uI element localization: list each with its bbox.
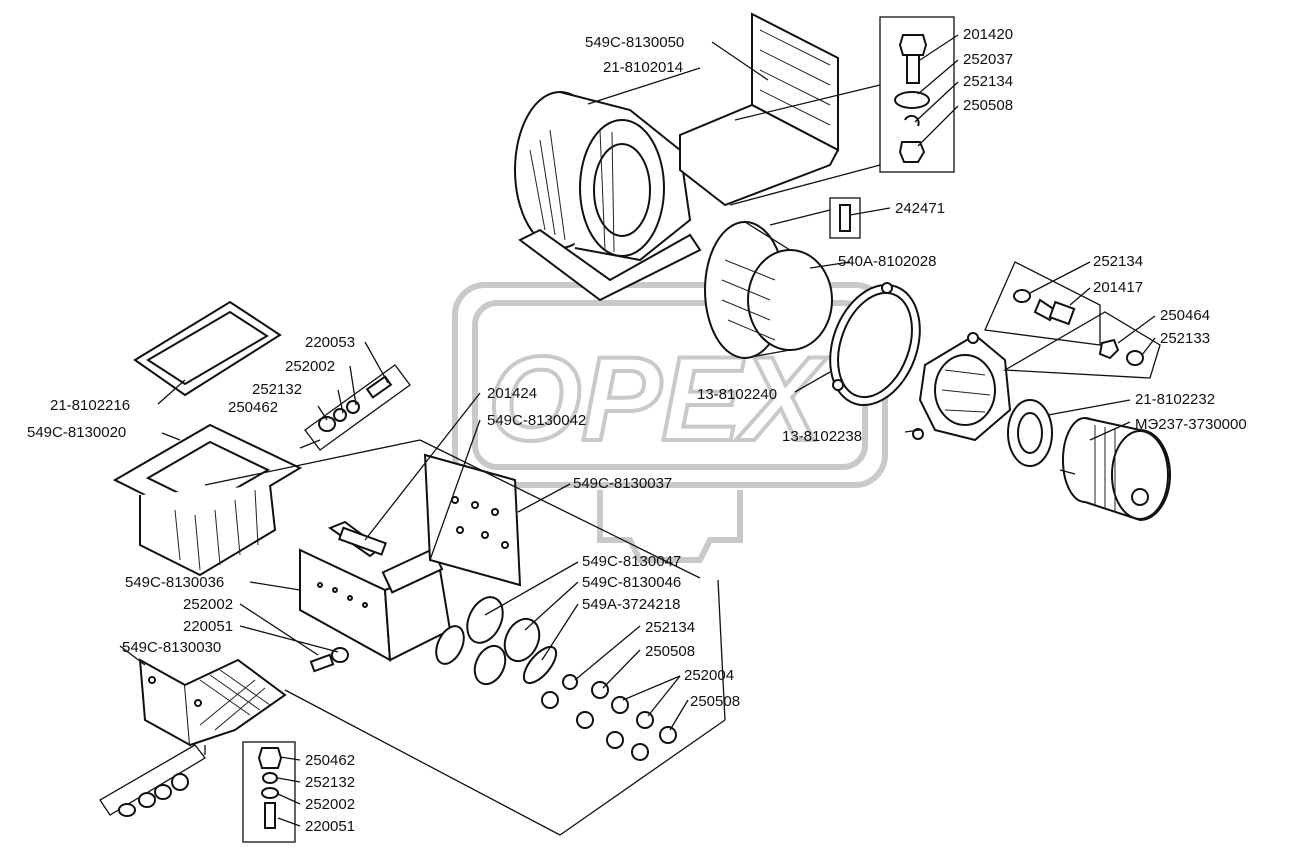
label-252037: 252037 — [963, 51, 1013, 68]
long-bolt — [337, 526, 387, 556]
label-250462-top: 250462 — [228, 399, 278, 416]
motor-flange — [912, 332, 1012, 442]
label-242471: 242471 — [895, 200, 945, 217]
label-549A-3724218: 549A-3724218 — [582, 596, 680, 613]
label-ME237-3730000: МЭ237-3730000 — [1135, 416, 1247, 433]
label-220053: 220053 — [305, 334, 355, 351]
label-252133: 252133 — [1160, 330, 1210, 347]
duct-fastener-box — [304, 364, 411, 451]
mesh-screen — [138, 658, 287, 747]
label-220051-bottom: 220051 — [305, 818, 355, 835]
label-549C-8130037: 549C-8130037 — [573, 475, 672, 492]
duct-box — [112, 423, 303, 577]
seal-ring — [1007, 399, 1053, 467]
label-13-8102238: 13-8102238 — [782, 428, 862, 445]
bolt-detail-box — [879, 16, 955, 173]
label-549C-8130036: 549C-8130036 — [125, 574, 224, 591]
label-549C-8130047: 549C-8130047 — [582, 553, 681, 570]
label-252134-top: 252134 — [963, 73, 1013, 90]
screen-fastener-box — [99, 741, 296, 843]
rear-plate — [423, 453, 522, 587]
label-250462-bottom: 250462 — [305, 752, 355, 769]
single-screw — [309, 647, 349, 673]
label-201417: 201417 — [1093, 279, 1143, 296]
label-21-8102232: 21-8102232 — [1135, 391, 1215, 408]
label-549C-8130030: 549C-8130030 — [122, 639, 221, 656]
label-250464: 250464 — [1160, 307, 1210, 324]
label-21-8102216: 21-8102216 — [50, 397, 130, 414]
label-250508-top: 250508 — [963, 97, 1013, 114]
gasket-ring — [829, 282, 921, 407]
label-549C-8130050: 549C-8130050 — [585, 34, 684, 51]
label-13-8102240: 13-8102240 — [697, 386, 777, 403]
label-252134-lower: 252134 — [645, 619, 695, 636]
label-252002-top: 252002 — [285, 358, 335, 375]
label-220051-mid: 220051 — [183, 618, 233, 635]
fan-wheel — [704, 197, 861, 359]
label-250508-bottom: 250508 — [690, 693, 740, 710]
label-252132-bottom: 252132 — [305, 774, 355, 791]
label-21-8102014: 21-8102014 — [603, 59, 683, 76]
heater-housing — [514, 91, 702, 302]
part-labels: 549C-8130050 21-8102014 201420 252037 25… — [27, 26, 1247, 835]
nut-cluster — [541, 674, 677, 761]
label-549C-8130020: 549C-8130020 — [27, 424, 126, 441]
label-252132-top: 252132 — [252, 381, 302, 398]
label-201420: 201420 — [963, 26, 1013, 43]
label-549C-8130046: 549C-8130046 — [582, 574, 681, 591]
label-201424: 201424 — [487, 385, 537, 402]
label-250508-lower: 250508 — [645, 643, 695, 660]
label-252002-mid: 252002 — [183, 596, 233, 613]
electric-motor — [1059, 417, 1171, 522]
leader-lines — [119, 34, 1156, 836]
label-252004: 252004 — [684, 667, 734, 684]
seal-frame — [133, 300, 282, 397]
label-540A-8102028: 540A-8102028 — [838, 253, 936, 270]
label-252002-bottom: 252002 — [305, 796, 355, 813]
resistor-discs — [435, 596, 558, 686]
mounting-bracket — [679, 12, 840, 207]
flange-fastener-box — [984, 261, 1161, 379]
label-549C-8130042: 549C-8130042 — [487, 412, 586, 429]
label-252134-right: 252134 — [1093, 253, 1143, 270]
